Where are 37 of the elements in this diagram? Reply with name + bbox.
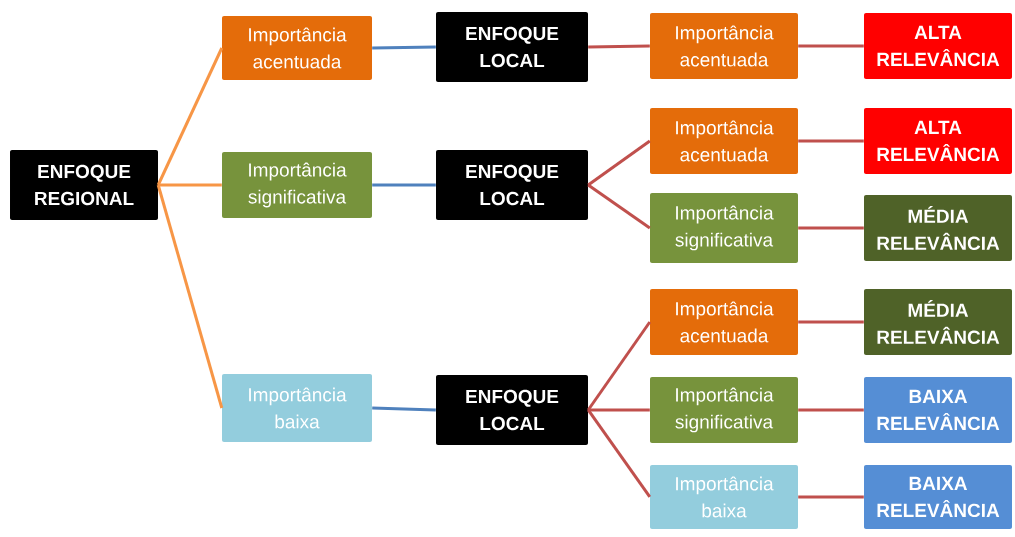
connector-line bbox=[156, 184, 224, 409]
connector-line bbox=[798, 139, 864, 143]
relevance-box: BAIXA RELEVÂNCIA bbox=[864, 377, 1012, 443]
connector-line bbox=[158, 183, 222, 187]
importance-box: Importância baixa bbox=[650, 465, 798, 529]
importance-box: Importância acentuada bbox=[650, 289, 798, 355]
importance-box: Importância significativa bbox=[650, 377, 798, 443]
connector-line bbox=[372, 45, 436, 50]
connector-line bbox=[372, 406, 436, 412]
connector-line bbox=[587, 321, 652, 411]
connector-line bbox=[798, 408, 864, 412]
category-box: ENFOQUE LOCAL bbox=[436, 12, 588, 82]
connector-line bbox=[798, 44, 864, 48]
importance-box: Importância acentuada bbox=[650, 13, 798, 79]
relevance-box: BAIXA RELEVÂNCIA bbox=[864, 465, 1012, 529]
connector-line bbox=[798, 320, 864, 324]
connector-line bbox=[587, 183, 651, 230]
category-box: ENFOQUE LOCAL bbox=[436, 150, 588, 220]
connector-line bbox=[156, 47, 224, 186]
connector-line bbox=[587, 139, 651, 187]
connector-line bbox=[588, 44, 650, 49]
relevance-box: ALTA RELEVÂNCIA bbox=[864, 13, 1012, 79]
connector-line bbox=[372, 183, 436, 187]
importance-box: Importância baixa bbox=[222, 374, 372, 442]
importance-box: Importância significativa bbox=[650, 193, 798, 263]
connector-line bbox=[587, 409, 652, 498]
importance-box: Importância acentuada bbox=[650, 108, 798, 174]
connector-line bbox=[798, 226, 864, 230]
category-box: ENFOQUE REGIONAL bbox=[10, 150, 158, 220]
relevance-box: MÉDIA RELEVÂNCIA bbox=[864, 289, 1012, 355]
category-box: ENFOQUE LOCAL bbox=[436, 375, 588, 445]
connector-line bbox=[588, 408, 650, 412]
connector-line bbox=[798, 495, 864, 499]
importance-box: Importância acentuada bbox=[222, 16, 372, 80]
importance-box: Importância significativa bbox=[222, 152, 372, 218]
relevance-box: ALTA RELEVÂNCIA bbox=[864, 108, 1012, 174]
relevance-box: MÉDIA RELEVÂNCIA bbox=[864, 195, 1012, 261]
